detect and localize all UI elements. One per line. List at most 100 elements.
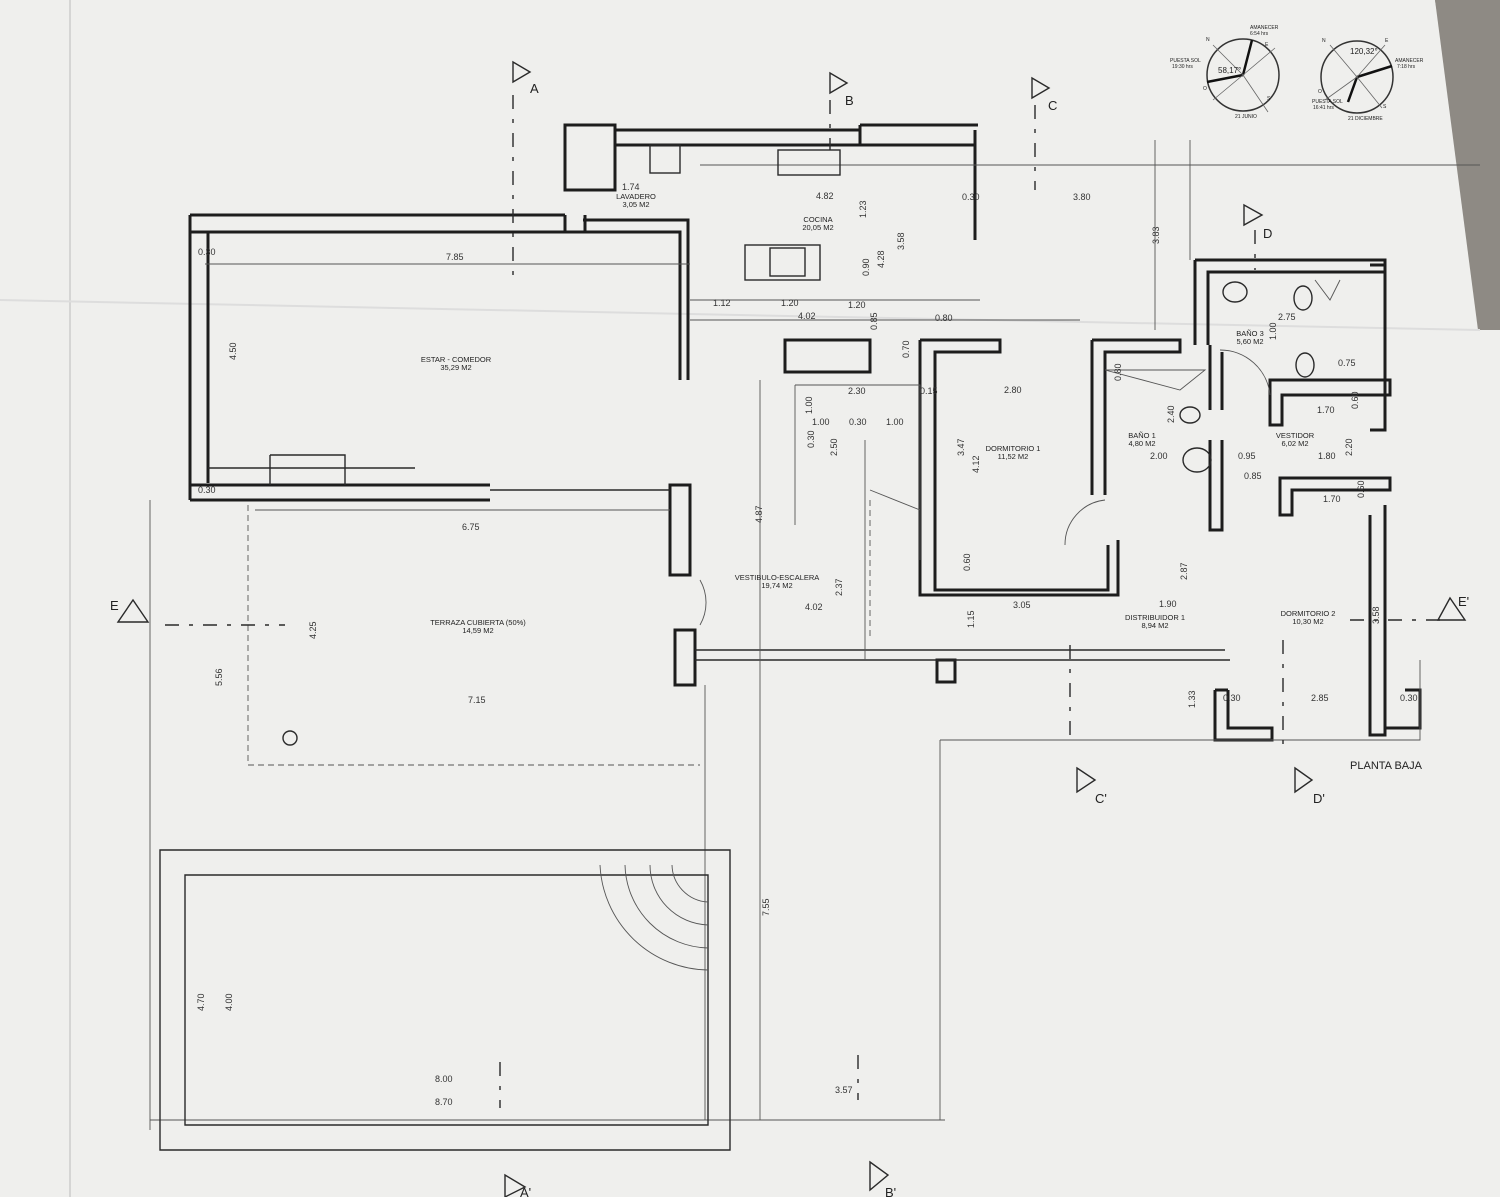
dimension-label: 0.90 (861, 258, 871, 276)
dimension-label: 0.80 (935, 313, 953, 323)
dimension-label: 6.75 (462, 522, 480, 532)
dimension-label: 2.30 (848, 386, 866, 396)
dimension-label: 1.12 (713, 298, 731, 308)
dimension-label: 2.80 (1004, 385, 1022, 395)
dimension-label: 0.30 (1400, 693, 1418, 703)
dimension-label: 0.30 (198, 247, 216, 257)
sunset-time: 16:41 hrs (1313, 105, 1334, 111)
room-name: COCINA (803, 215, 832, 224)
room-area: 19,74 M2 (761, 581, 792, 590)
dimension-label: 4.25 (308, 621, 318, 639)
compass-o: O (1318, 89, 1322, 95)
sun-angle: 58,17° (1218, 66, 1241, 75)
room-name: VESTIDOR (1276, 431, 1315, 440)
dimension-label: 2.00 (1150, 451, 1168, 461)
dimension-label: 0.60 (1356, 480, 1366, 498)
dimension-label: 1.74 (622, 182, 640, 192)
dimension-label: 1.00 (886, 417, 904, 427)
dimension-label: 1.70 (1317, 405, 1335, 415)
room-name: DISTRIBUIDOR 1 (1125, 613, 1185, 622)
dimension-label: 0.60 (962, 553, 972, 571)
dimension-label: 1.23 (858, 200, 868, 218)
sunset-label: PUESTA SOL (1312, 99, 1343, 105)
dimension-label: 4.87 (754, 505, 764, 523)
dimension-label: 3.83 (1151, 226, 1161, 244)
sun-diagram-december: AMANECER 7:18 hrs PUESTA SOL 16:41 hrs 1… (1312, 38, 1424, 122)
dimension-label: 3.80 (1073, 192, 1091, 202)
sun-diagram-june: AMANECER 6:54 hrs PUESTA SOL 19:30 hrs 5… (1170, 25, 1280, 120)
sun-date: 21 JUNIO (1235, 114, 1257, 120)
dimension-label: 7.85 (446, 252, 464, 262)
dimension-label: 2.20 (1344, 438, 1354, 456)
dimension-label: 1.90 (1159, 599, 1177, 609)
room-area: 11,52 M2 (998, 452, 1029, 461)
room-area: 3,05 M2 (622, 200, 649, 209)
dimension-label: 1.00 (812, 417, 830, 427)
compass-o: O (1203, 86, 1207, 92)
section-a-prime-label: A' (520, 1185, 531, 1197)
thin-lines (149, 140, 1480, 1151)
dimension-label: 0.85 (869, 312, 879, 330)
dimension-label: 4.12 (971, 455, 981, 473)
dimension-label: 1.00 (804, 396, 814, 414)
compass-e: E (1265, 42, 1269, 48)
dimension-label: 4.02 (805, 602, 823, 612)
dimension-label: 0.30 (849, 417, 867, 427)
dimension-label: 1.20 (781, 298, 799, 308)
compass-e: E (1385, 38, 1389, 44)
room-area: 14,59 M2 (462, 626, 493, 635)
dimension-label: 1.20 (848, 300, 866, 310)
dimension-label: 0.95 (1238, 451, 1256, 461)
dimension-label: 3.05 (1013, 600, 1031, 610)
dimension-labels: 1.74 4.82 1.23 3.80 0.30 3.83 7.85 0.30 4.50 0.90… (196, 182, 1418, 1107)
sunrise-time: 6:54 hrs (1250, 31, 1269, 37)
dimension-label: 3.47 (956, 438, 966, 456)
section-a-label: A (530, 81, 539, 96)
section-c-label: C (1048, 98, 1057, 113)
sunset-time: 19:30 hrs (1172, 64, 1193, 70)
room-area: 5,60 M2 (1236, 337, 1263, 346)
room-name: DORMITORIO 2 (1281, 609, 1336, 618)
dimension-label: 2.87 (1179, 562, 1189, 580)
section-e-prime-label: E' (1458, 594, 1469, 609)
compass-n: N (1322, 38, 1326, 44)
dimension-label: 0.30 (962, 192, 980, 202)
dimension-label: 0.85 (1244, 471, 1262, 481)
room-name: BAÑO 1 (1128, 431, 1156, 440)
dimension-label: 0.80 (1113, 363, 1123, 381)
dimension-label: 4.00 (224, 993, 234, 1011)
dimension-label: 3.58 (896, 232, 906, 250)
dimension-label: 0.30 (198, 485, 216, 495)
dimension-label: 2.85 (1311, 693, 1329, 703)
section-markers: A B C D E E' C' D' A' B' (110, 60, 1469, 1197)
room-area: 6,02 M2 (1281, 439, 1308, 448)
dimension-label: 2.37 (834, 578, 844, 596)
walls (188, 123, 1422, 742)
room-name: TERRAZA CUBIERTA (50%) (430, 618, 526, 627)
room-name: VESTIBULO-ESCALERA (735, 573, 820, 582)
dimension-label: 0.60 (1350, 391, 1360, 409)
section-e-label: E (110, 598, 119, 613)
room-name: ESTAR - COMEDOR (421, 355, 492, 364)
dimension-label: 8.70 (435, 1097, 453, 1107)
dimension-label: 2.40 (1166, 405, 1176, 423)
room-area: 8,94 M2 (1141, 621, 1168, 630)
compass-n: N (1206, 37, 1210, 43)
compass-s: S (1267, 96, 1271, 102)
dimension-label: 1.70 (1323, 494, 1341, 504)
dimension-label: 1.33 (1187, 690, 1197, 708)
dimension-label: 4.50 (228, 342, 238, 360)
room-area: 4,80 M2 (1128, 439, 1155, 448)
dimension-label: 7.15 (468, 695, 486, 705)
dimension-label: 0.30 (1223, 693, 1241, 703)
dimension-label: 8.00 (435, 1074, 453, 1084)
dimension-label: 1.80 (1318, 451, 1336, 461)
dimension-label: 4.02 (798, 311, 816, 321)
room-name: LAVADERO (616, 192, 656, 201)
section-d-label: D (1263, 226, 1272, 241)
section-b-prime-label: B' (885, 1185, 896, 1197)
dimension-label: 4.82 (816, 191, 834, 201)
section-d-prime-label: D' (1313, 791, 1325, 806)
